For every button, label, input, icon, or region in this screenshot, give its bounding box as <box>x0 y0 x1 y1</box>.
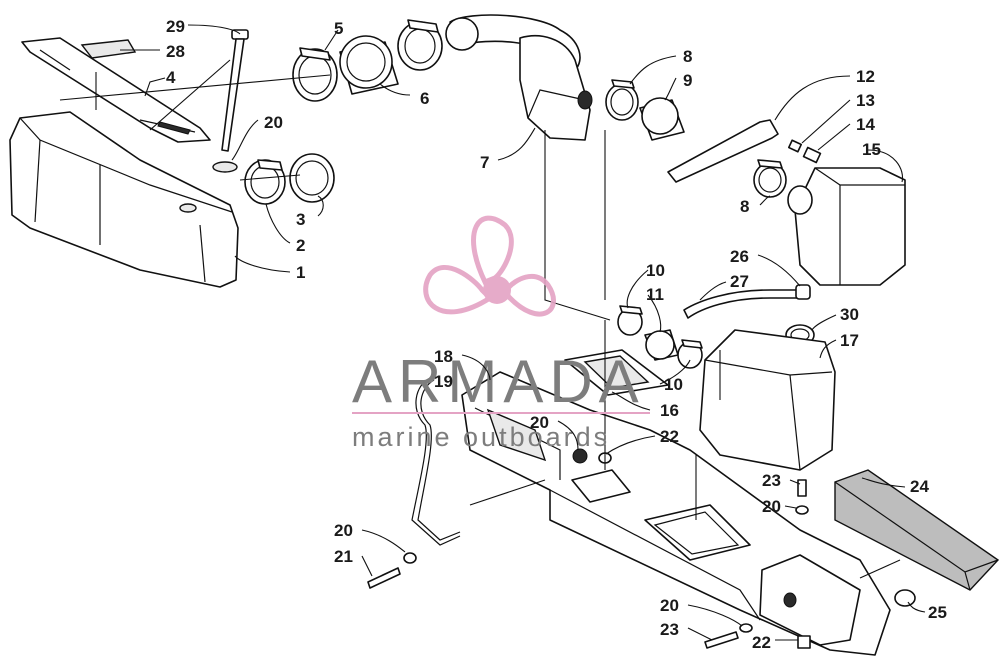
callout-23-right: 23 <box>762 471 781 490</box>
callout-8-top: 8 <box>683 47 692 66</box>
clamp-10b <box>677 339 703 369</box>
callout-2: 2 <box>296 236 305 255</box>
foam-24 <box>834 469 1000 591</box>
callout-20-right: 20 <box>762 497 781 516</box>
callout-22-bottom: 22 <box>752 633 771 652</box>
callout-18: 18 <box>434 347 453 366</box>
callout-9: 9 <box>683 71 692 90</box>
callout-23-bottom: 23 <box>660 620 679 639</box>
callout-8-mid: 8 <box>740 197 749 216</box>
callout-30: 30 <box>840 305 859 324</box>
callout-21: 21 <box>334 547 353 566</box>
hose-12 <box>667 119 779 183</box>
gasket-16 <box>564 349 669 396</box>
silencer-17 <box>699 329 836 471</box>
fitting-13-14 <box>787 139 822 164</box>
callout-3: 3 <box>296 210 305 229</box>
hardware <box>367 479 811 649</box>
callout-numbers: 29 28 4 5 6 20 3 2 1 7 8 9 12 13 14 15 8… <box>166 17 947 652</box>
callout-10-bottom: 10 <box>664 375 683 394</box>
sleeve-11 <box>644 329 679 361</box>
clamp-5b <box>397 19 443 71</box>
callout-22-center: 22 <box>660 427 679 446</box>
sleeve-6 <box>339 35 399 95</box>
callout-16: 16 <box>660 401 679 420</box>
callout-19: 19 <box>434 372 453 391</box>
brand-tagline: marine outboards <box>352 422 610 452</box>
callout-24: 24 <box>910 477 929 496</box>
sleeve-3 <box>289 153 335 203</box>
rod-19 <box>411 377 461 546</box>
hose-27 <box>683 284 811 319</box>
callout-27: 27 <box>730 272 749 291</box>
callout-15: 15 <box>862 140 881 159</box>
callout-5: 5 <box>334 19 343 38</box>
callout-20-bottom: 20 <box>660 596 679 615</box>
brand-name: ARMADA <box>352 348 645 415</box>
callout-7: 7 <box>480 153 489 172</box>
airbox-cover <box>9 111 239 288</box>
callout-14: 14 <box>856 115 875 134</box>
clamp-8b <box>753 159 787 198</box>
callout-20-left: 20 <box>334 521 353 540</box>
callout-29: 29 <box>166 17 185 36</box>
clamp-5a <box>292 47 338 102</box>
propeller-icon <box>423 215 556 317</box>
bolt-29 <box>212 29 249 173</box>
decal-strip <box>21 37 211 143</box>
callout-12: 12 <box>856 67 875 86</box>
callout-28: 28 <box>166 42 185 61</box>
leader-lines <box>120 24 926 641</box>
guide-lines <box>59 59 901 579</box>
callout-6: 6 <box>420 89 429 108</box>
callout-1: 1 <box>296 263 305 282</box>
callout-10-top: 10 <box>646 261 665 280</box>
clamp-8a <box>605 79 639 121</box>
callout-20-top: 20 <box>264 113 283 132</box>
callout-26: 26 <box>730 247 749 266</box>
clamp-2 <box>244 159 286 205</box>
callout-4: 4 <box>166 68 176 87</box>
callout-17: 17 <box>840 331 859 350</box>
callout-25: 25 <box>928 603 947 622</box>
callout-11: 11 <box>646 285 664 304</box>
duct-7 <box>445 14 593 141</box>
plug-25 <box>894 589 916 607</box>
clamp-10a <box>617 305 643 336</box>
lower-base-18 <box>461 371 891 656</box>
armada-logo: ARMADA marine outboards <box>352 215 650 452</box>
sleeve-9 <box>639 97 685 141</box>
resonator-15 <box>787 167 906 286</box>
callout-20-center: 20 <box>530 413 549 432</box>
callout-13: 13 <box>856 91 875 110</box>
